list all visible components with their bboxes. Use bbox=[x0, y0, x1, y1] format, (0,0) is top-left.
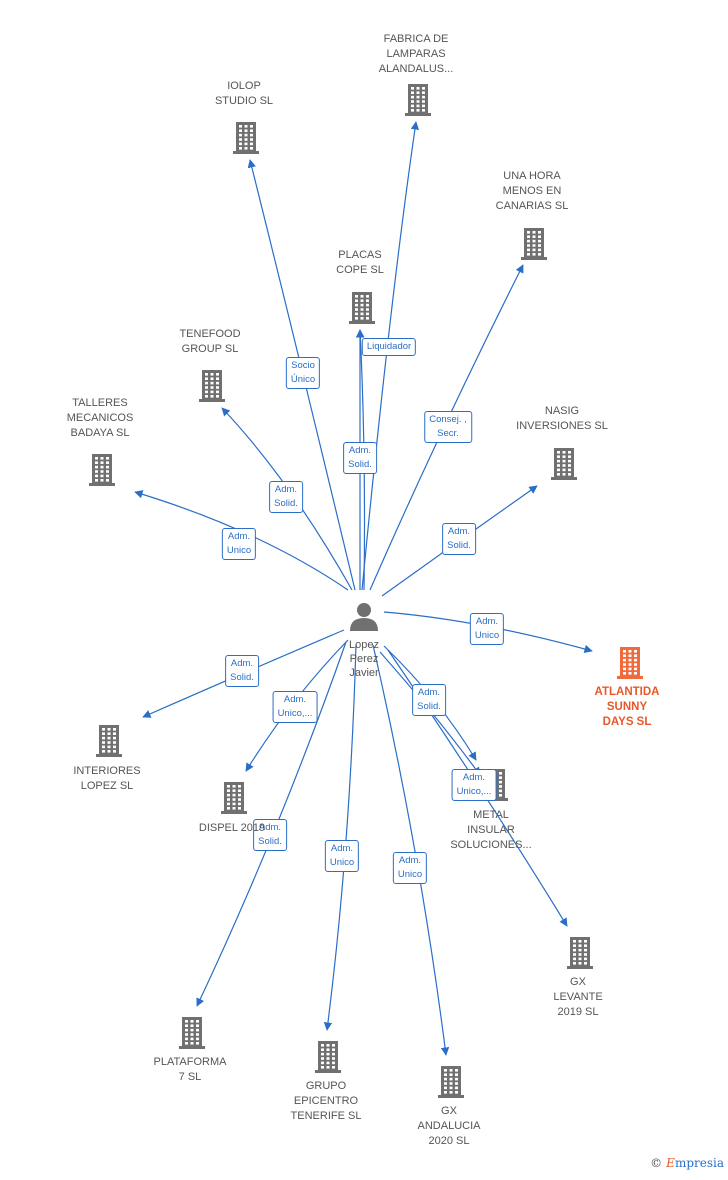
copyright-icon: © bbox=[650, 1156, 663, 1170]
edge-role-label[interactable]: Adm. Unico bbox=[221, 528, 257, 560]
company-label-fabrica[interactable]: FABRICA DE LAMPARAS ALANDALUS... bbox=[378, 33, 454, 75]
building-icon[interactable] bbox=[567, 937, 593, 969]
company-label-interiores[interactable]: INTERIORES LOPEZ SL bbox=[73, 765, 141, 792]
company-label-nasig[interactable]: NASIG INVERSIONES SL bbox=[516, 405, 608, 432]
company-label-unahora[interactable]: UNA HORA MENOS EN CANARIAS SL bbox=[495, 170, 569, 212]
edge-role-label[interactable]: Liquidador bbox=[361, 338, 417, 356]
edge-role-label[interactable]: Adm. Unico bbox=[469, 613, 505, 645]
brand-footer[interactable]: ©Empresia bbox=[650, 1156, 724, 1170]
edge-role-label[interactable]: Adm. Solid. bbox=[225, 655, 259, 687]
edge-role-label[interactable]: Adm. Solid. bbox=[343, 442, 377, 474]
building-icon[interactable] bbox=[315, 1041, 341, 1073]
building-icon[interactable] bbox=[405, 84, 431, 116]
company-label-tenefood[interactable]: TENEFOOD GROUP SL bbox=[179, 328, 241, 355]
edge-role-label[interactable]: Adm. Unico,... bbox=[451, 769, 497, 801]
building-icon[interactable] bbox=[89, 454, 115, 486]
person-name-label[interactable]: Lopez Perez Javier bbox=[349, 639, 379, 679]
edge-grupo bbox=[323, 644, 357, 1031]
edge-role-label[interactable]: Adm. Unico bbox=[324, 840, 360, 872]
company-label-talleres[interactable]: TALLERES MECANICOS BADAYA SL bbox=[66, 397, 134, 439]
edge-role-label[interactable]: Adm. Solid. bbox=[412, 684, 446, 716]
building-icon[interactable] bbox=[96, 725, 122, 757]
company-label-grupo[interactable]: GRUPO EPICENTRO TENERIFE SL bbox=[290, 1080, 362, 1122]
edge-role-label[interactable]: Socio Único bbox=[285, 357, 321, 389]
edge-metal bbox=[379, 651, 481, 776]
edge-gxandalucia bbox=[372, 644, 450, 1056]
building-icon[interactable] bbox=[521, 228, 547, 260]
company-label-atlantida[interactable]: ATLANTIDA SUNNY DAYS SL bbox=[594, 686, 660, 728]
edge-role-label[interactable]: Consej. , Secr. bbox=[424, 411, 472, 443]
building-icon[interactable] bbox=[349, 292, 375, 324]
edge-fabrica bbox=[361, 121, 420, 591]
building-icon[interactable] bbox=[438, 1066, 464, 1098]
company-label-gxandalucia[interactable]: GX ANDALUCIA 2020 SL bbox=[417, 1105, 481, 1147]
building-icon[interactable] bbox=[199, 370, 225, 402]
company-label-metal[interactable]: METAL INSULAR SOLUCIONES... bbox=[450, 809, 532, 851]
person-icon[interactable] bbox=[350, 603, 378, 631]
edge-role-label[interactable]: Adm. Solid. bbox=[442, 523, 476, 555]
edge-role-label[interactable]: Adm. Solid. bbox=[269, 481, 303, 513]
building-icon[interactable] bbox=[551, 448, 577, 480]
company-label-iolop[interactable]: IOLOP STUDIO SL bbox=[214, 80, 274, 107]
building-icon[interactable] bbox=[221, 782, 247, 814]
brand-initial: E bbox=[666, 1156, 675, 1170]
building-icon[interactable] bbox=[179, 1017, 205, 1049]
edge-role-label[interactable]: Adm. Solid. bbox=[253, 819, 287, 851]
company-label-gxlevante[interactable]: GX LEVANTE 2019 SL bbox=[553, 976, 603, 1018]
company-label-plataforma[interactable]: PLATAFORMA 7 SL bbox=[153, 1056, 227, 1083]
brand-name: mpresia bbox=[674, 1156, 724, 1170]
building-icon[interactable] bbox=[617, 647, 643, 679]
building-icon[interactable] bbox=[233, 122, 259, 154]
company-label-placas[interactable]: PLACAS COPE SL bbox=[336, 249, 384, 276]
company-label-dispel[interactable]: DISPEL 2019 bbox=[198, 822, 266, 834]
edge-role-label[interactable]: Adm. Unico bbox=[392, 852, 428, 884]
edge-role-label[interactable]: Adm. Unico,... bbox=[272, 691, 318, 723]
